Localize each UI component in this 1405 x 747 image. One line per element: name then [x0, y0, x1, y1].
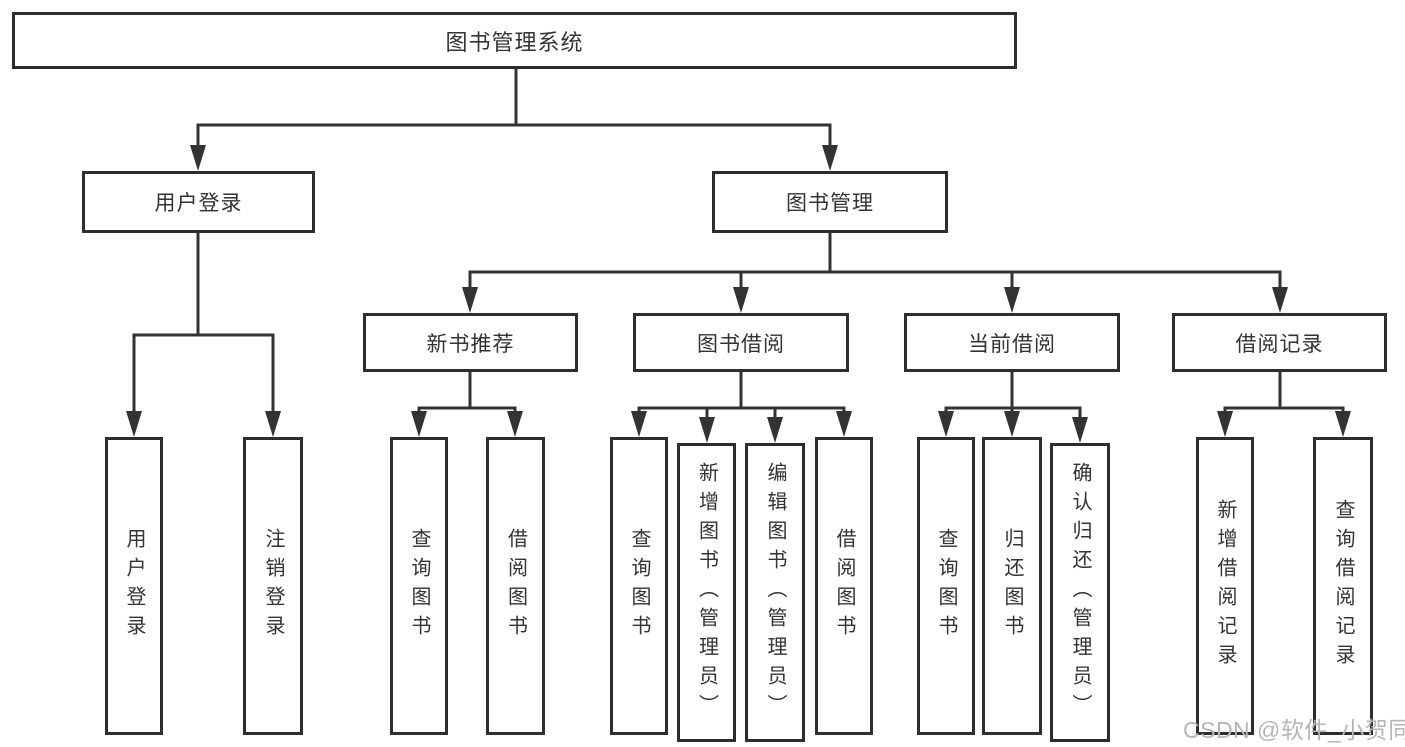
leaf-label: 注销登录: [262, 528, 284, 644]
leaf-label: 查询图书: [935, 528, 957, 644]
leaf-label: 新增借阅记录: [1214, 499, 1236, 673]
node-user-login-leaf: 用户登录: [105, 437, 163, 735]
node-book-management-label: 图书管理: [786, 192, 874, 215]
node-user-login: 用户登录: [82, 171, 315, 233]
node-add-borrow-record: 新增借阅记录: [1196, 437, 1254, 735]
node-logout-leaf: 注销登录: [243, 437, 303, 735]
node-current-borrow: 当前借阅: [904, 313, 1120, 372]
leaf-label: 确认归还（管理员）: [1069, 462, 1091, 723]
node-query-books-2: 查询图书: [610, 437, 668, 735]
node-borrow-records-label: 借阅记录: [1235, 332, 1324, 356]
leaf-label: 新增图书（管理员）: [695, 462, 718, 723]
node-root: 图书管理系统: [12, 12, 1017, 69]
leaf-label: 查询图书: [408, 528, 430, 644]
node-new-book-recommend-label: 新书推荐: [426, 332, 515, 356]
node-return-book: 归还图书: [982, 437, 1042, 735]
node-query-books-1: 查询图书: [390, 437, 448, 735]
node-book-borrow-label: 图书借阅: [697, 332, 785, 356]
node-query-books-3: 查询图书: [917, 437, 975, 735]
node-root-label: 图书管理系统: [445, 29, 584, 55]
node-book-borrow: 图书借阅: [633, 313, 849, 372]
node-book-management: 图书管理: [712, 171, 948, 233]
leaf-label: 编辑图书（管理员）: [764, 462, 786, 723]
node-confirm-return-admin: 确认归还（管理员）: [1050, 443, 1110, 742]
node-borrow-records: 借阅记录: [1172, 313, 1387, 372]
leaf-label: 借阅图书: [833, 528, 855, 644]
leaf-label: 查询借阅记录: [1332, 499, 1354, 673]
leaf-label: 借阅图书: [504, 528, 527, 644]
leaf-label: 归还图书: [1001, 528, 1023, 644]
node-new-book-recommend: 新书推荐: [363, 313, 578, 372]
node-edit-book-admin: 编辑图书（管理员）: [745, 443, 805, 742]
node-current-borrow-label: 当前借阅: [968, 332, 1056, 356]
node-query-borrow-record: 查询借阅记录: [1313, 437, 1373, 735]
csdn-watermark: CSDN @软件_小贺同学: [1183, 717, 1405, 743]
node-borrow-books-2: 借阅图书: [815, 437, 873, 735]
node-borrow-books-1: 借阅图书: [486, 437, 545, 735]
node-user-login-label: 用户登录: [154, 192, 243, 215]
leaf-label: 用户登录: [123, 528, 145, 644]
leaf-label: 查询图书: [628, 528, 650, 644]
node-add-book-admin: 新增图书（管理员）: [677, 443, 736, 742]
